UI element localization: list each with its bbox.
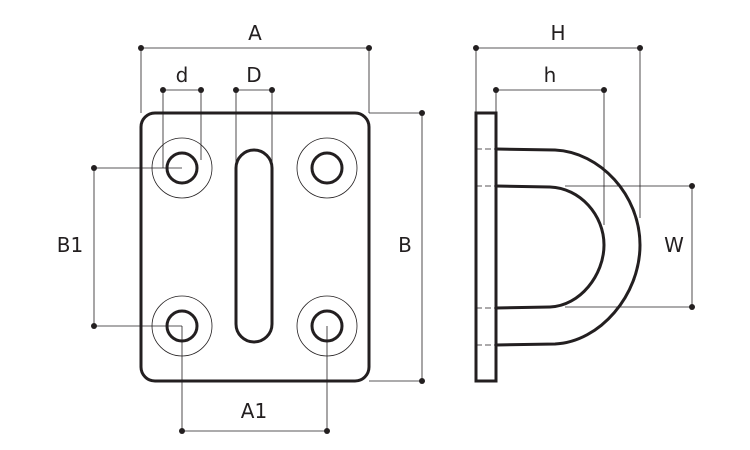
side-view: H h W xyxy=(473,21,695,383)
base-plate-outline xyxy=(139,111,371,383)
dimension-D: D xyxy=(233,63,275,168)
label-h: h xyxy=(544,63,557,87)
dimension-A1: A1 xyxy=(179,326,330,434)
dimension-h: h xyxy=(493,63,607,225)
label-B: B xyxy=(398,233,412,257)
label-W: W xyxy=(664,233,684,257)
label-d: d xyxy=(176,63,189,87)
loop-inner xyxy=(495,184,606,310)
dimension-H: H xyxy=(473,21,643,218)
hidden-lines xyxy=(476,148,496,346)
side-plate xyxy=(474,111,498,383)
dimension-d: d xyxy=(160,63,204,168)
label-A: A xyxy=(248,21,262,45)
label-B1: B1 xyxy=(57,233,83,257)
dimension-B1: B1 xyxy=(57,165,182,329)
dimension-B: B xyxy=(369,110,425,384)
label-A1: A1 xyxy=(241,399,267,423)
dimension-W: W xyxy=(565,183,695,310)
front-view: A d D B xyxy=(57,21,425,434)
loop-outer xyxy=(495,147,642,347)
label-H: H xyxy=(550,21,565,45)
center-slot xyxy=(234,148,274,344)
label-D: D xyxy=(246,63,261,87)
dimension-A: A xyxy=(138,21,372,113)
hole-top-right xyxy=(296,137,358,199)
